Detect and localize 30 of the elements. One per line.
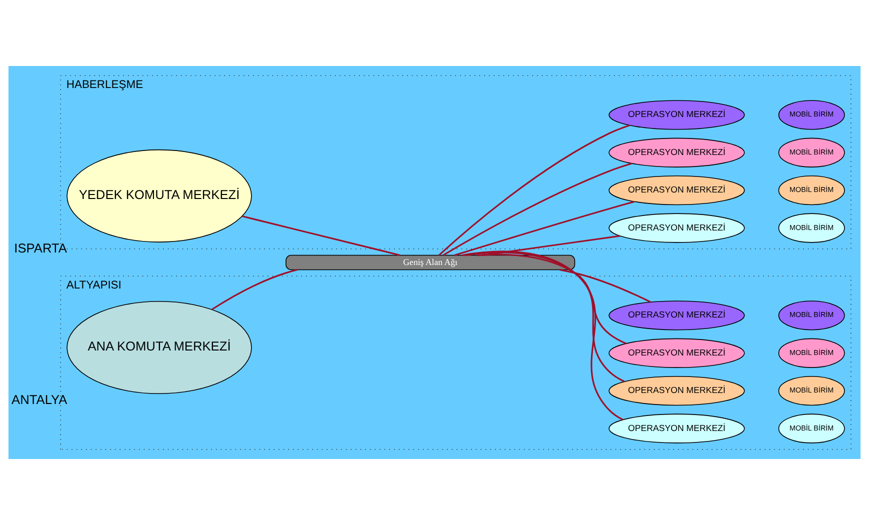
node-ellipse: MOBİL BİRİM	[778, 100, 845, 130]
node-ellipse: OPERASYON MERKEZİ	[608, 413, 745, 443]
connector	[464, 251, 625, 382]
connector	[454, 200, 634, 256]
connector	[560, 268, 651, 302]
connector	[462, 250, 624, 420]
node-ellipse: OPERASYON MERKEZİ	[608, 212, 745, 242]
node-ellipse: OPERASYON MERKEZİ	[608, 174, 745, 205]
node-ellipse: ANA KOMUTA MERKEZİ	[66, 300, 252, 394]
node-ellipse: MOBİL BİRİM	[778, 300, 845, 330]
node-ellipse: OPERASYON MERKEZİ	[608, 100, 745, 130]
connector	[212, 268, 298, 310]
node-ellipse: OPERASYON MERKEZİ	[608, 376, 745, 406]
node-ellipse: MOBİL BİRİM	[778, 137, 845, 167]
connector	[438, 124, 630, 256]
node-ellipse: MOBİL BİRİM	[778, 338, 845, 368]
connector	[242, 214, 400, 256]
node-box: Geniş Alan Ağı	[286, 254, 576, 270]
node-ellipse: MOBİL BİRİM	[778, 174, 845, 205]
node-ellipse: OPERASYON MERKEZİ	[608, 338, 745, 368]
node-ellipse: YEDEK KOMUTA MERKEZİ	[66, 148, 252, 242]
connector	[476, 253, 626, 344]
node-ellipse: MOBİL BİRİM	[778, 376, 845, 406]
node-ellipse: OPERASYON MERKEZİ	[608, 137, 745, 167]
node-ellipse: OPERASYON MERKEZİ	[608, 300, 745, 330]
node-ellipse: MOBİL BİRİM	[778, 212, 845, 242]
node-ellipse: MOBİL BİRİM	[778, 413, 845, 443]
connector	[442, 162, 632, 256]
connector	[482, 234, 620, 256]
node-label: ANTALYA	[12, 391, 68, 406]
